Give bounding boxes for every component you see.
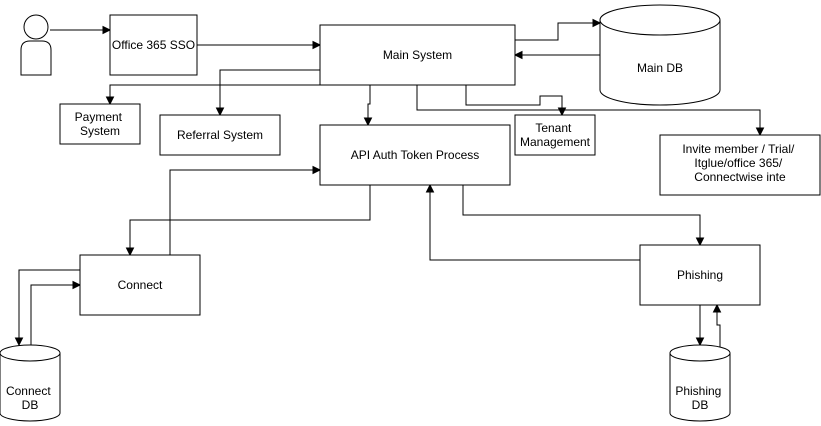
connect-db-label: Connect DB [6,384,54,412]
edges [14,18,765,352]
edge-main-system-to-referral-system [215,69,320,117]
edge-main-system-to-invite-member [416,85,765,137]
invite-member-label: Invite member / Trial/ Itglue/office 365… [682,142,797,184]
referral-system-label: Referral System [177,128,263,142]
phishing-db-label: Phishing DB [675,384,724,412]
main-db-node: Main DB [599,4,721,106]
connect-label: Connect [118,278,163,292]
invite-member-line-2: Itglue/office 365/ [694,156,783,170]
payment-system-line-2: System [80,124,120,138]
edge-connect-to-api-auth [169,165,322,255]
phishing-node: Phishing [639,244,761,306]
user-actor-icon [20,14,52,76]
phishing-db-line-1: Phishing [675,384,721,398]
edge-connect-to-connect-db [14,269,80,347]
phishing-label: Phishing [677,268,723,282]
edge-phishing-to-api-auth [425,183,640,261]
main-system-node: Main System [319,24,516,86]
invite-member-node: Invite member / Trial/ Itglue/office 365… [659,134,821,196]
tenant-mgmt-node: Tenant Management [514,114,596,156]
connect-db-line-2: DB [22,398,39,412]
connect-db-line-1: Connect [6,384,51,398]
edge-main-db-to-main-system [513,50,600,60]
connect-node: Connect [79,254,201,316]
edge-api-auth-to-phishing [462,185,705,247]
payment-system-line-1: Payment [75,110,123,124]
edge-main-system-to-api-auth [363,85,373,127]
api-auth-node: API Auth Token Process [319,124,511,186]
edge-phishing-to-phishing-db [695,305,705,347]
office-sso-node: Office 365 SSO [109,14,198,76]
edge-main-system-to-payment-system [105,84,320,106]
tenant-mgmt-line-2: Management [520,135,591,149]
main-system-label: Main System [383,48,452,62]
phishing-db-node: Phishing DB [669,344,731,422]
connect-db-node: Connect DB [0,344,61,422]
payment-system-label: Payment System [75,110,126,138]
tenant-mgmt-label: Tenant Management [520,121,591,149]
office-sso-label: Office 365 SSO [112,38,195,52]
edge-connect-db-to-connect [30,280,82,345]
edge-user-to-office-sso [50,25,112,35]
payment-system-node: Payment System [59,103,141,145]
referral-system-node: Referral System [159,114,281,156]
phishing-db-line-2: DB [692,398,709,412]
edge-office-sso-to-main-system [197,40,322,50]
edge-phishing-db-to-phishing [712,303,722,352]
tenant-mgmt-line-1: Tenant [535,121,572,135]
edge-main-system-to-main-db [515,18,602,41]
main-db-label: Main DB [637,61,683,75]
edge-api-auth-to-connect [125,185,371,257]
invite-member-line-3: Connectwise inte [694,170,786,184]
api-auth-label: API Auth Token Process [351,148,480,162]
invite-member-line-1: Invite member / Trial/ [682,142,795,156]
